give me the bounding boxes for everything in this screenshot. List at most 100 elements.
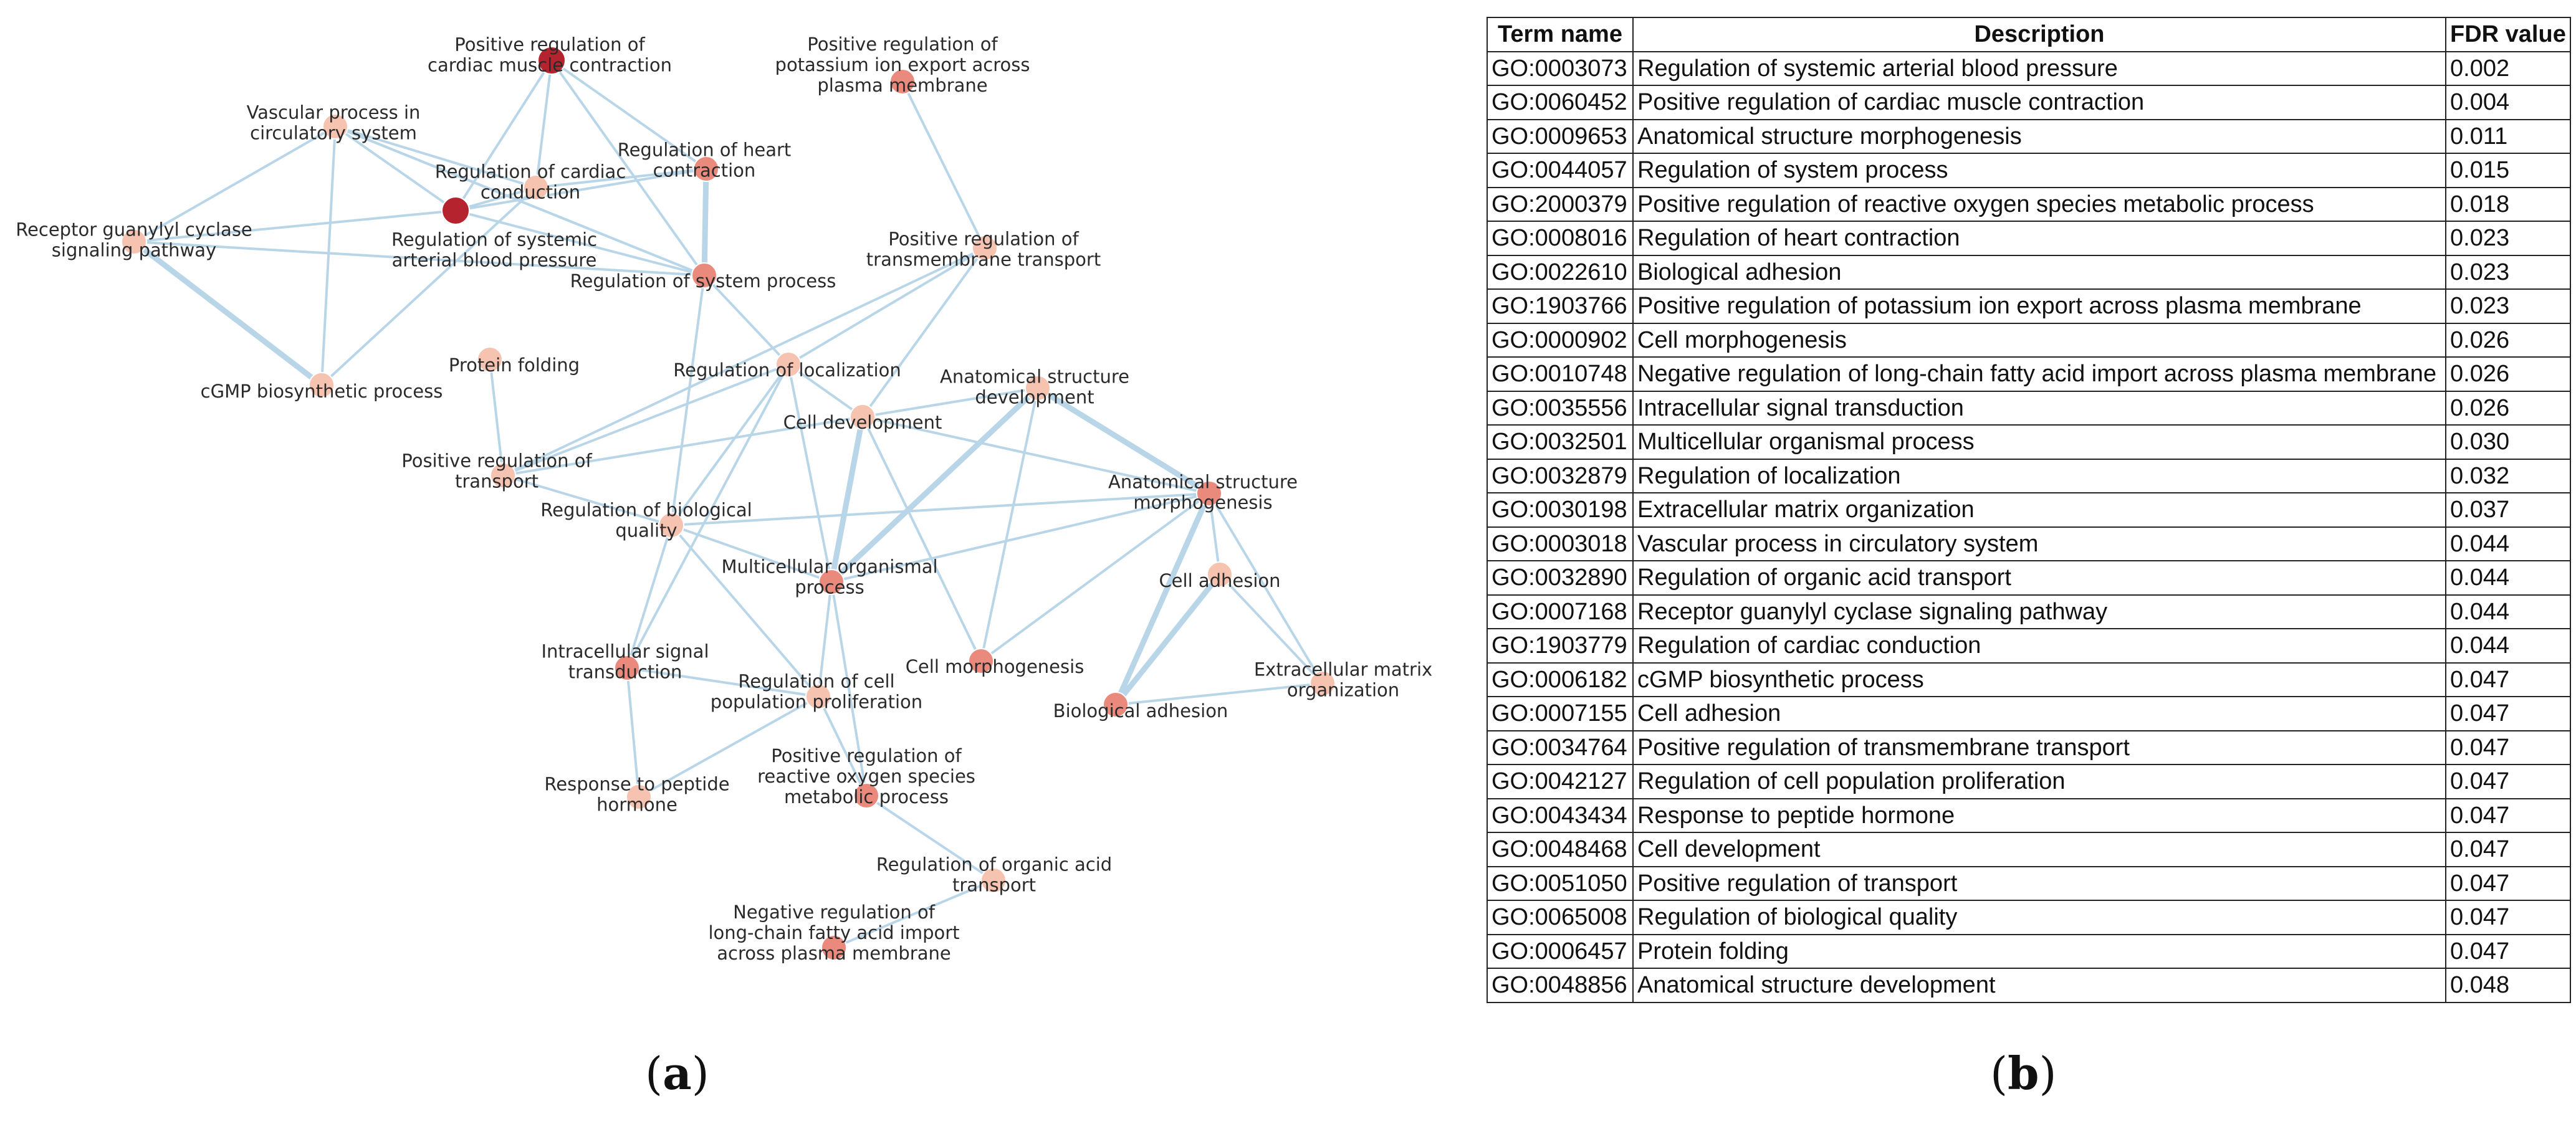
fdr-value-cell: 0.047 bbox=[2445, 832, 2571, 867]
network-node bbox=[309, 372, 335, 398]
network-node bbox=[614, 655, 640, 681]
node-label-line: process bbox=[795, 577, 864, 598]
network-edge bbox=[502, 416, 863, 477]
node-label-line: Regulation of systemic bbox=[391, 229, 597, 250]
network-edges bbox=[132, 59, 1324, 949]
term-name-cell: GO:0003018 bbox=[1487, 526, 1634, 561]
description-cell: Intracellular signal transduction bbox=[1632, 390, 2446, 426]
fdr-value-cell: 0.023 bbox=[2445, 288, 2571, 324]
node-label-line: Regulation of localization bbox=[673, 360, 901, 381]
network-edge bbox=[901, 81, 986, 249]
network-edge bbox=[535, 168, 707, 189]
node-label-line: signaling pathway bbox=[52, 240, 216, 261]
term-name-cell: GO:0030198 bbox=[1487, 492, 1634, 528]
term-name-cell: GO:0010748 bbox=[1487, 356, 1634, 392]
network-edge bbox=[670, 363, 790, 526]
network-edge bbox=[787, 364, 833, 583]
description-cell: Positive regulation of reactive oxygen s… bbox=[1632, 186, 2446, 222]
term-name-cell: GO:0044057 bbox=[1487, 153, 1634, 188]
fdr-value-cell: 0.026 bbox=[2445, 390, 2571, 426]
network-node bbox=[980, 867, 1007, 893]
fdr-value-cell: 0.047 bbox=[2445, 662, 2571, 697]
network-edge bbox=[550, 59, 707, 170]
network-node bbox=[322, 113, 348, 140]
fdr-value-cell: 0.047 bbox=[2445, 696, 2571, 731]
network-edge bbox=[980, 492, 1210, 662]
fdr-value-cell: 0.048 bbox=[2445, 968, 2571, 1003]
description-cell: Extracellular matrix organization bbox=[1632, 492, 2446, 528]
description-cell: Negative regulation of long-chain fatty … bbox=[1632, 356, 2446, 392]
node-label-line: Regulation of biological bbox=[540, 500, 752, 521]
network-edge bbox=[535, 60, 553, 188]
panel-a-caption: (a) bbox=[645, 1047, 709, 1100]
node-label-line: Positive regulation of bbox=[454, 34, 645, 55]
node-label-line: transmembrane transport bbox=[866, 249, 1101, 270]
fdr-value-cell: 0.044 bbox=[2445, 628, 2571, 664]
term-name-cell: GO:0051050 bbox=[1487, 865, 1634, 901]
node-label-line: Intracellular signal bbox=[541, 641, 709, 662]
description-cell: Cell morphogenesis bbox=[1632, 322, 2446, 358]
network-edge bbox=[817, 581, 833, 697]
fdr-value-cell: 0.047 bbox=[2445, 865, 2571, 901]
network-edge bbox=[828, 416, 866, 583]
node-label-line: Regulation of system process bbox=[570, 270, 836, 292]
fdr-value-cell: 0.023 bbox=[2445, 221, 2571, 256]
network-edge bbox=[334, 125, 457, 212]
term-name-cell: GO:0022610 bbox=[1487, 254, 1634, 290]
header-term-name: Term name bbox=[1487, 17, 1634, 52]
network-edge bbox=[1208, 493, 1221, 575]
network-node bbox=[818, 569, 845, 595]
description-cell: Regulation of localization bbox=[1632, 458, 2446, 493]
node-label-line: across plasma membrane bbox=[717, 943, 950, 964]
network-node bbox=[691, 262, 717, 288]
node-label: Cell morphogenesis bbox=[906, 656, 1085, 677]
network-node bbox=[805, 683, 831, 710]
network-edge bbox=[1208, 492, 1324, 685]
term-name-cell: GO:0048856 bbox=[1487, 968, 1634, 1003]
network-edge bbox=[455, 209, 705, 277]
node-label-line: Anatomical structure bbox=[940, 366, 1129, 388]
network-edge bbox=[701, 168, 709, 276]
term-name-cell: GO:0007168 bbox=[1487, 594, 1634, 629]
network-node bbox=[889, 69, 916, 95]
node-label-line: Biological adhesion bbox=[1053, 700, 1228, 722]
network-edge bbox=[1113, 573, 1222, 707]
node-label-line: Cell adhesion bbox=[1159, 570, 1280, 591]
network-edge bbox=[1219, 573, 1324, 685]
panel-a-letter: a bbox=[663, 1047, 692, 1100]
network-edge bbox=[1036, 386, 1211, 496]
term-name-cell: GO:0048468 bbox=[1487, 832, 1634, 867]
network-edge bbox=[862, 387, 1038, 418]
network-node bbox=[441, 196, 470, 225]
description-cell: Cell adhesion bbox=[1632, 696, 2446, 731]
node-label-line: Positive regulation of bbox=[771, 745, 962, 766]
node-label-line: Protein folding bbox=[449, 355, 580, 376]
network-edge bbox=[817, 696, 868, 796]
fdr-value-cell: 0.044 bbox=[2445, 526, 2571, 561]
fdr-value-cell: 0.044 bbox=[2445, 560, 2571, 596]
